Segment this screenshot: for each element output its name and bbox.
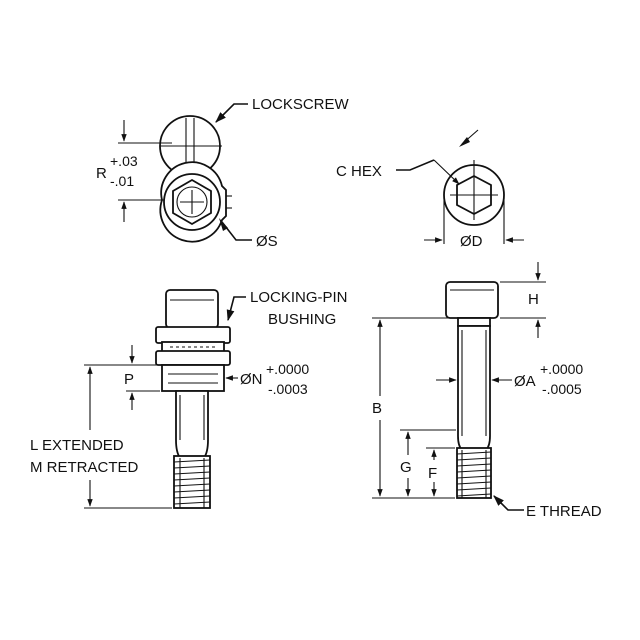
e-thread-label: E THREAD xyxy=(526,503,602,520)
n-tol-minus: -.0003 xyxy=(268,381,308,397)
locking-pin-leader xyxy=(226,296,246,322)
pin-shaft xyxy=(175,390,209,459)
r-tol-minus: -.01 xyxy=(110,173,134,189)
c-hex-arrow xyxy=(433,159,460,185)
c-hex-tick-arrow xyxy=(459,137,470,147)
b-label: B xyxy=(372,400,382,417)
h-label: H xyxy=(528,291,539,308)
screw-neck xyxy=(457,317,491,327)
pin-diameter-n xyxy=(161,364,225,392)
p-label: P xyxy=(124,371,134,388)
lower-flange xyxy=(155,350,231,366)
head-end-view: C HEX ØD xyxy=(336,129,524,250)
n-tol-plus: +.0000 xyxy=(266,361,309,377)
thread-lines xyxy=(173,459,211,505)
a-label: ØA xyxy=(514,373,536,390)
upper-flange xyxy=(155,326,231,344)
locking-pin-assembly: LOCKING-PIN BUSHING P ØN +.0000 -.0003 L… xyxy=(30,289,348,509)
r-label: R xyxy=(96,165,107,182)
bushing-head xyxy=(165,289,219,329)
locking-pin-label-1: LOCKING-PIN xyxy=(250,289,348,306)
d-label: ØD xyxy=(460,233,483,250)
r-tol-plus: +.03 xyxy=(110,153,138,169)
locking-pin-label-2: BUSHING xyxy=(268,311,336,328)
m-label: M RETRACTED xyxy=(30,459,139,476)
l-label: L EXTENDED xyxy=(30,437,124,454)
lockscrew-end-view: LOCKSCREW R +.03 -.01 ØS xyxy=(96,96,350,250)
screw-head xyxy=(445,281,499,319)
hex-inner-circle xyxy=(176,186,208,218)
lockscrew-leader xyxy=(215,103,248,123)
g-label: G xyxy=(400,459,412,476)
e-thread-leader xyxy=(493,495,524,511)
n-label: ØN xyxy=(240,371,263,388)
s-leader xyxy=(221,221,252,241)
screw-thread-lines xyxy=(456,451,492,497)
s-leader-arrow xyxy=(219,218,228,231)
pin-thread xyxy=(173,455,211,509)
s-label: ØS xyxy=(256,233,278,250)
screw-shoulder xyxy=(457,325,491,451)
a-tol-plus: +.0000 xyxy=(540,361,583,377)
c-hex-leader xyxy=(396,159,435,171)
f-label: F xyxy=(428,465,437,482)
lockscrew-label: LOCKSCREW xyxy=(252,96,350,113)
c-hex-label: C HEX xyxy=(336,163,382,180)
shoulder-screw-view: H B ØA +.0000 -.0005 G F E THREAD xyxy=(372,262,602,520)
a-tol-minus: -.0005 xyxy=(542,381,582,397)
